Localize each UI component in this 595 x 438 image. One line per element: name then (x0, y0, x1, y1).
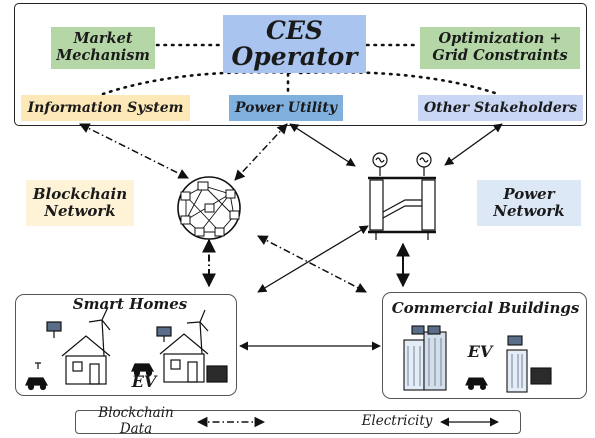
information-system-box: Information System (21, 95, 190, 121)
electricity-arrow-utility (289, 123, 356, 167)
commercial-buildings-title: Commercial Buildings (391, 299, 580, 318)
ev-label-homes: EV (131, 371, 157, 391)
blockchain-network-icon (177, 176, 241, 240)
power-network-icon (368, 152, 436, 240)
ces-operator-box: CES Operator (223, 15, 366, 73)
electricity-arrow-other (444, 123, 503, 166)
other-stakeholders-box: Other Stakeholders (418, 95, 583, 121)
smart-homes-frame (15, 294, 237, 396)
dotted-link-info (101, 70, 297, 96)
electricity-arrow-homes (257, 225, 369, 293)
blockchain-arrow-commercial (257, 235, 367, 293)
legend (75, 410, 521, 434)
smart-homes-icons (25, 306, 228, 391)
dotted-link-other (298, 70, 500, 96)
legend-blockchain-data: Blockchain Data (98, 405, 174, 437)
commercial-buildings-icons (403, 325, 552, 393)
blockchain-arrow-info (79, 123, 189, 179)
legend-electricity: Electricity (361, 413, 433, 430)
power-utility-box: Power Utility (229, 95, 343, 121)
blockchain-arrow-utility (234, 123, 288, 181)
smart-homes-title: Smart Homes (72, 295, 188, 314)
optimization-box: Optimization + Grid Constraints (420, 27, 580, 69)
market-mechanism-box: Market Mechanism (51, 27, 155, 69)
power-network-label: Power Network (477, 180, 581, 226)
commercial-buildings-frame (382, 292, 587, 399)
blockchain-network-label: Blockchain Network (26, 180, 134, 226)
ev-label-commercial: EV (467, 341, 493, 361)
